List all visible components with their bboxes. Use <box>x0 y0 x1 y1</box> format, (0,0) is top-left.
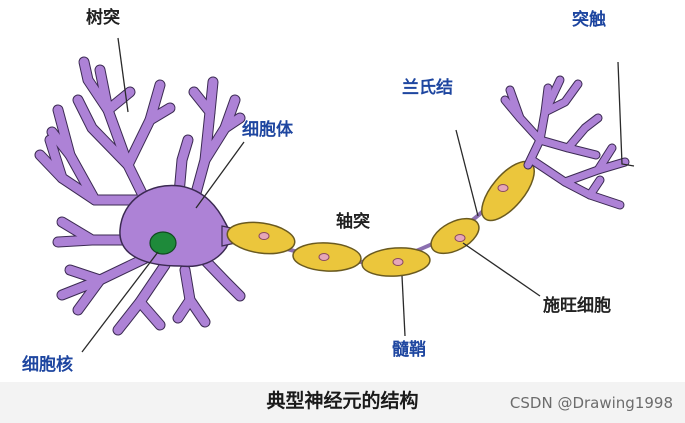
leader-myelin <box>401 275 406 337</box>
branch <box>45 135 145 205</box>
neuron-cell <box>34 56 246 336</box>
branch <box>57 217 97 245</box>
branch <box>173 295 195 323</box>
branch <box>189 87 215 117</box>
label-cell-body: 细胞体 <box>242 120 293 140</box>
branch <box>506 86 524 122</box>
branch <box>541 80 582 116</box>
schwann-nucleus <box>454 234 466 242</box>
branch <box>586 176 604 199</box>
axon-terminals <box>501 76 629 209</box>
schwann-nucleus <box>497 184 509 192</box>
branch <box>79 57 113 115</box>
branch <box>528 156 624 209</box>
myelin-sheath <box>226 160 535 277</box>
branch <box>195 250 245 301</box>
myelin-segment <box>292 242 362 272</box>
branch <box>185 77 218 220</box>
leader-cell-body <box>195 141 245 209</box>
myelin-segment <box>430 217 480 255</box>
leader-lines <box>81 37 635 353</box>
myelin-segment <box>361 247 431 277</box>
branch <box>564 114 602 152</box>
schwann-nucleus <box>392 258 404 266</box>
branch <box>220 113 245 133</box>
leader-synapse <box>617 61 635 167</box>
schwann-nucleus <box>258 232 270 240</box>
label-myelin-sheath: 髓鞘 <box>392 340 426 360</box>
branch <box>73 275 105 315</box>
leader-dendrite <box>117 37 129 113</box>
label-synapse: 突触 <box>572 10 606 30</box>
leader-schwann <box>462 242 541 297</box>
label-nucleus: 细胞核 <box>22 355 73 375</box>
caption-band <box>0 382 685 423</box>
label-dendrite: 树突 <box>86 8 120 28</box>
branch <box>524 84 552 169</box>
cell-body <box>119 184 233 268</box>
branch <box>541 76 564 116</box>
label-schwann-cell: 施旺细胞 <box>543 296 611 316</box>
branch <box>135 297 165 330</box>
branch <box>561 158 629 186</box>
myelin-segment <box>226 221 296 255</box>
label-ranvier-node: 兰氏结 <box>402 78 453 98</box>
branch <box>123 80 165 170</box>
label-axon: 轴突 <box>336 212 370 232</box>
figure-caption: 典型神经元的结构 <box>266 390 419 412</box>
branch <box>594 144 616 174</box>
watermark: CSDN @Drawing1998 <box>509 394 673 412</box>
branch <box>65 265 105 285</box>
branch <box>35 150 67 183</box>
leader-ranvier <box>455 129 479 217</box>
branch <box>47 127 75 160</box>
cell-nucleus <box>149 231 177 255</box>
branch <box>73 95 133 170</box>
schwann-nucleus <box>318 253 330 261</box>
leader-nucleus <box>81 251 159 353</box>
branch <box>145 103 175 125</box>
